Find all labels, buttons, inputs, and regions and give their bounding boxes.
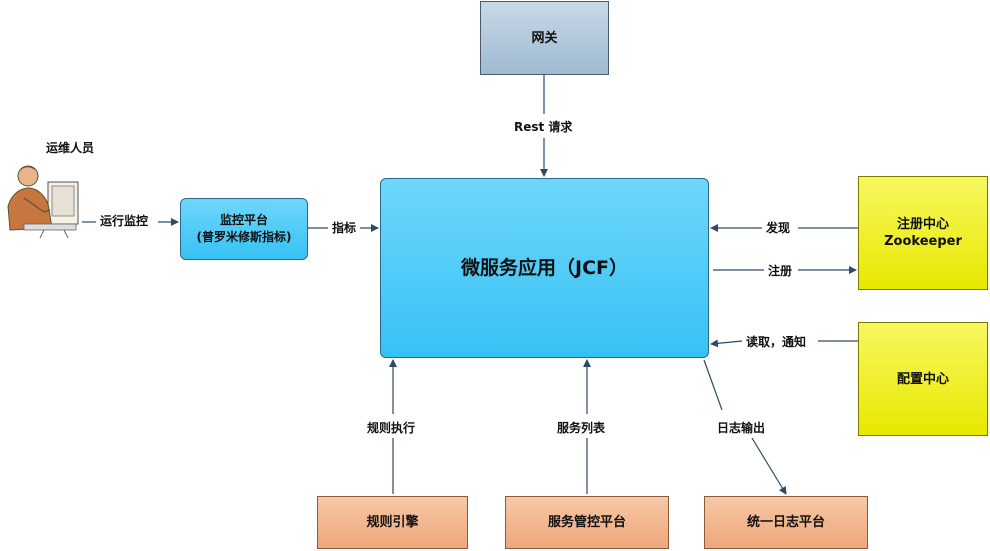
arrow-log-output (703, 359, 723, 411)
edge-label-service-list: 服务列表 (557, 421, 606, 435)
registry-center-node[interactable]: 注册中心 Zookeeper (858, 176, 988, 290)
gateway-label: 网关 (531, 30, 558, 46)
edge-label-discover: 发现 (766, 221, 791, 235)
operator-person-icon (7, 165, 79, 238)
registry-label-line1: 注册中心 (896, 217, 949, 232)
ops-person-label: 运维人员 (46, 141, 95, 155)
log-platform-label: 统一日志平台 (746, 515, 825, 530)
rule-engine-node[interactable]: 规则引擎 (317, 496, 468, 549)
edge-label-metrics: 指标 (332, 221, 357, 235)
monitor-label-line1: 监控平台 (219, 213, 268, 227)
monitor-label-line2: (普罗米修斯指标) (196, 230, 292, 244)
monitor-platform-node[interactable]: 监控平台 (普罗米修斯指标) (180, 198, 308, 260)
service-mgmt-node[interactable]: 服务管控平台 (505, 496, 669, 549)
edge-label-register: 注册 (768, 264, 793, 278)
registry-label-line2: Zookeeper (884, 234, 962, 249)
config-label: 配置中心 (896, 371, 949, 387)
app-label: 微服务应用（JCF） (461, 256, 628, 279)
log-platform-node[interactable]: 统一日志平台 (704, 496, 868, 549)
config-center-node[interactable]: 配置中心 (858, 322, 988, 436)
gateway-node[interactable]: 网关 (480, 1, 609, 75)
edge-label-log-output: 日志输出 (717, 421, 766, 435)
edge-label-read-notify: 读取，通知 (746, 335, 807, 349)
microservice-app-node[interactable]: 微服务应用（JCF） (380, 178, 709, 358)
edge-label-run-monitor: 运行监控 (100, 214, 149, 228)
edge-label-rule-exec: 规则执行 (367, 421, 416, 435)
rule-engine-label: 规则引擎 (366, 515, 419, 530)
service-mgmt-label: 服务管控平台 (547, 515, 626, 530)
edge-label-rest-request: Rest 请求 (514, 120, 573, 134)
